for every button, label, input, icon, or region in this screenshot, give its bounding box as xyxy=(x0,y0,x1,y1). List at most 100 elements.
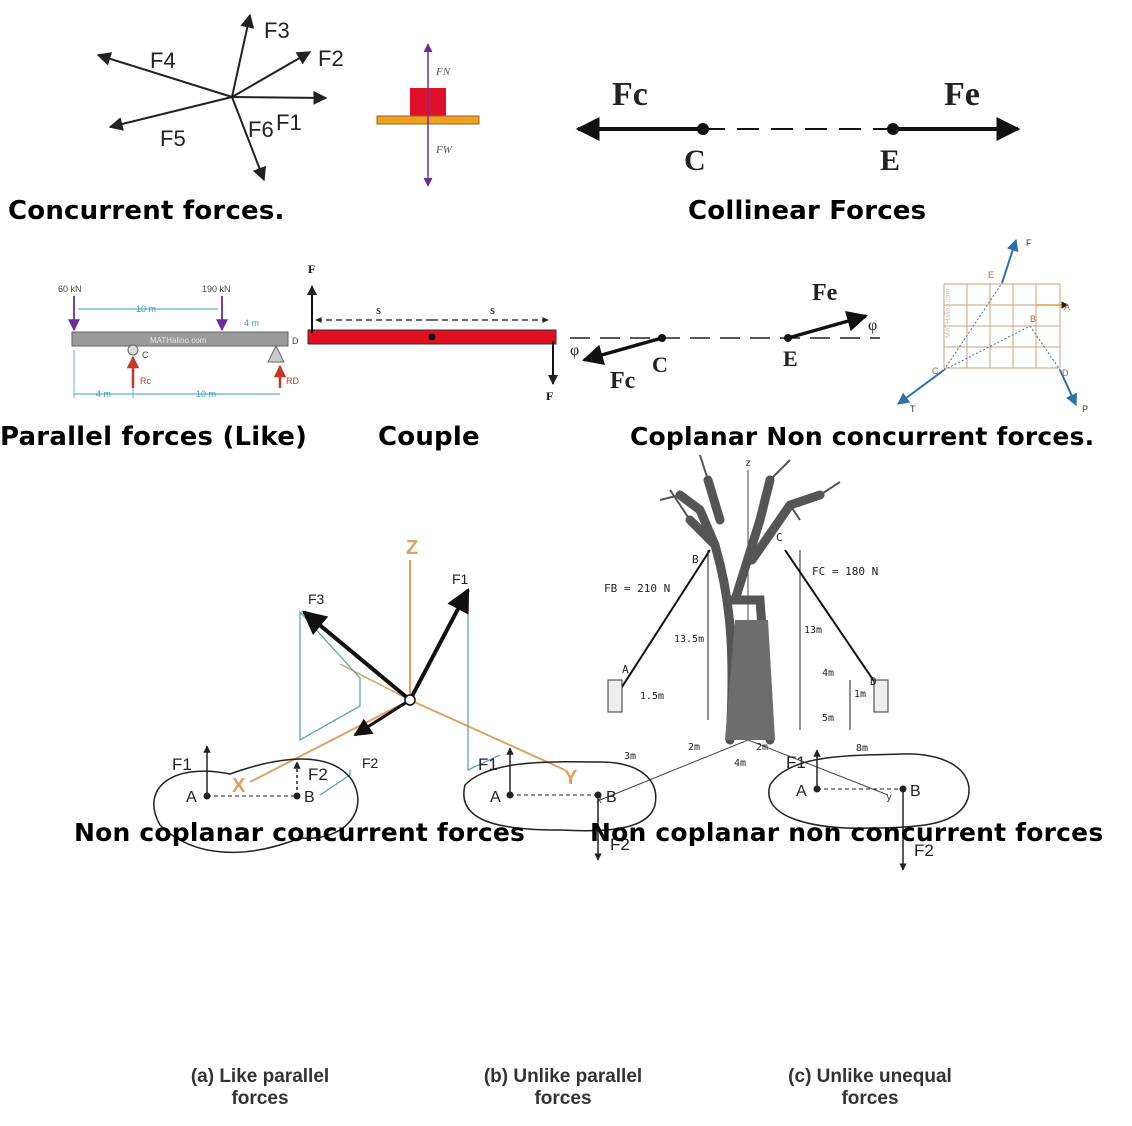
tree-d5: 5m xyxy=(822,713,834,724)
caption-concurrent: Concurrent forces. xyxy=(8,196,285,226)
c-f2: F2 xyxy=(914,841,934,860)
force-arrow-f5 xyxy=(108,96,233,131)
tree-d13: 13m xyxy=(804,625,822,636)
couple-diagram: F F s s xyxy=(307,262,558,403)
beam xyxy=(71,331,289,347)
b-pa: A xyxy=(490,789,501,806)
label-f5: F5 xyxy=(160,126,186,151)
tree-d8: 8m xyxy=(856,743,868,754)
unlike-parallel-body: F1 F2 A B xyxy=(463,747,657,861)
c-pb: B xyxy=(910,783,921,800)
tree-a: A xyxy=(622,663,629,676)
force-arrow-f6 xyxy=(231,96,266,182)
tree-d4b: 4m xyxy=(734,758,746,769)
label-e: E xyxy=(880,144,900,177)
support-c xyxy=(127,344,139,356)
caption-like-parallel-line1: (a) Like parallel xyxy=(190,1066,330,1087)
c-f1: F1 xyxy=(786,753,806,772)
caption-couple: Couple xyxy=(378,422,480,452)
grid-p: P xyxy=(1082,404,1088,414)
label-e: E xyxy=(783,346,798,371)
tree-fb: FB = 210 N xyxy=(604,582,670,595)
label-f2: F2 xyxy=(362,755,379,771)
caption-coplanar-nc: Coplanar Non concurrent forces. xyxy=(630,422,1095,451)
label-fc: Fc xyxy=(612,76,648,113)
force-arrow-f1 xyxy=(231,90,328,105)
label-dim-right: 4 m xyxy=(244,318,259,328)
caption-unlike-unequal-line1: (c) Unlike unequal xyxy=(788,1066,952,1087)
b-pb: B xyxy=(606,789,617,806)
label-f1: F1 xyxy=(276,110,302,135)
axis-y: Y xyxy=(564,767,578,789)
tree-d135: 13.5m xyxy=(674,634,704,645)
point-c xyxy=(697,123,709,135)
caption-unlike-parallel: (b) Unlike parallel forces xyxy=(448,1066,678,1110)
point-e xyxy=(887,123,899,135)
noncoplanar-concurrent-diagram: Z X Y F1 F3 F2 xyxy=(232,537,578,797)
label-fc: Fc xyxy=(610,368,636,394)
label-s2: s xyxy=(490,302,495,317)
grid-t: T xyxy=(910,404,916,414)
label-f6: F6 xyxy=(248,117,274,142)
label-c: C xyxy=(684,144,706,177)
tree-d2a: 2m xyxy=(688,742,700,753)
parallel-forces-beam-diagram: 60 kN 190 kN 10 m 4 m MATHalino.com C D … xyxy=(58,284,299,399)
grid-c: C xyxy=(932,366,939,376)
beam-watermark: MATHalino.com xyxy=(150,336,207,345)
label-phi1: φ xyxy=(570,342,579,359)
label-f1: F1 xyxy=(452,571,469,587)
caption-noncoplanar-nonconcurrent: Non coplanar non concurrent forces xyxy=(590,818,1104,847)
caption-unlike-parallel-line2: forces xyxy=(534,1088,592,1109)
axis-z: Z xyxy=(406,537,418,559)
caption-parallel: Parallel forces (Like) xyxy=(0,422,308,452)
tree-d1: 1m xyxy=(854,689,866,700)
tree-y: y xyxy=(886,792,892,803)
label-d: D xyxy=(292,336,299,346)
a-f1: F1 xyxy=(172,755,192,774)
tree-d2b: 2m xyxy=(756,742,768,753)
tree-d4a: 4m xyxy=(822,668,834,679)
label-f4: F4 xyxy=(150,48,176,73)
label-fe: Fe xyxy=(812,280,838,306)
label-fw: FW xyxy=(435,144,453,156)
like-parallel-body: F1 F2 A B xyxy=(153,745,359,854)
couple-center xyxy=(428,333,436,341)
tree-d: D xyxy=(870,675,877,688)
b-f1: F1 xyxy=(478,755,498,774)
tree-d3: 3m xyxy=(624,751,636,762)
label-dim-top: 10 m xyxy=(136,304,156,314)
a-f2: F2 xyxy=(308,765,328,784)
grid-d: D xyxy=(1062,368,1069,378)
caption-collinear: Collinear Forces xyxy=(688,196,927,226)
tree-z: z xyxy=(745,458,751,469)
grid-watermark: MATHalino.com xyxy=(945,289,952,338)
label-rc: Rc xyxy=(140,376,151,386)
label-f-bottom: F xyxy=(546,389,553,403)
label-fn: FN xyxy=(435,66,451,78)
force-arrow-f2 xyxy=(231,51,312,98)
concurrent-forces-diagram: F4 F3 F2 F1 F5 F6 xyxy=(96,13,344,182)
force-arrow-fc xyxy=(581,336,663,365)
label-dim-b2: 10 m xyxy=(196,389,216,399)
coplanar-nonconcurrent-grid: F E A B C D T P MATHalino.com xyxy=(897,238,1088,414)
block-normal-weight-diagram: FN FW xyxy=(376,43,480,187)
label-f3: F3 xyxy=(264,18,290,43)
caption-like-parallel: (a) Like parallel forces xyxy=(150,1066,370,1110)
noncoplanar-nonconcurrent-tree: z x y FB = 210 N FC = 180 N B C A D 13.5… xyxy=(596,454,892,806)
tree-c: C xyxy=(776,531,783,544)
label-rd: RD xyxy=(286,376,299,386)
force-arrow-f3 xyxy=(231,13,255,98)
tree-b: B xyxy=(692,553,699,566)
grid-a: A xyxy=(1064,302,1070,312)
a-pb: B xyxy=(304,789,315,806)
grid-f: F xyxy=(1026,238,1032,248)
caption-like-parallel-line2: forces xyxy=(231,1088,289,1109)
tree-d15: 1.5m xyxy=(640,691,664,702)
label-dim-b1: 4 m xyxy=(96,389,111,399)
tree-fc: FC = 180 N xyxy=(812,565,878,578)
label-load1: 60 kN xyxy=(58,284,82,294)
label-f-top: F xyxy=(308,262,315,276)
a-pa: A xyxy=(186,789,197,806)
grid-e: E xyxy=(988,270,994,280)
c-pa: A xyxy=(796,783,807,800)
